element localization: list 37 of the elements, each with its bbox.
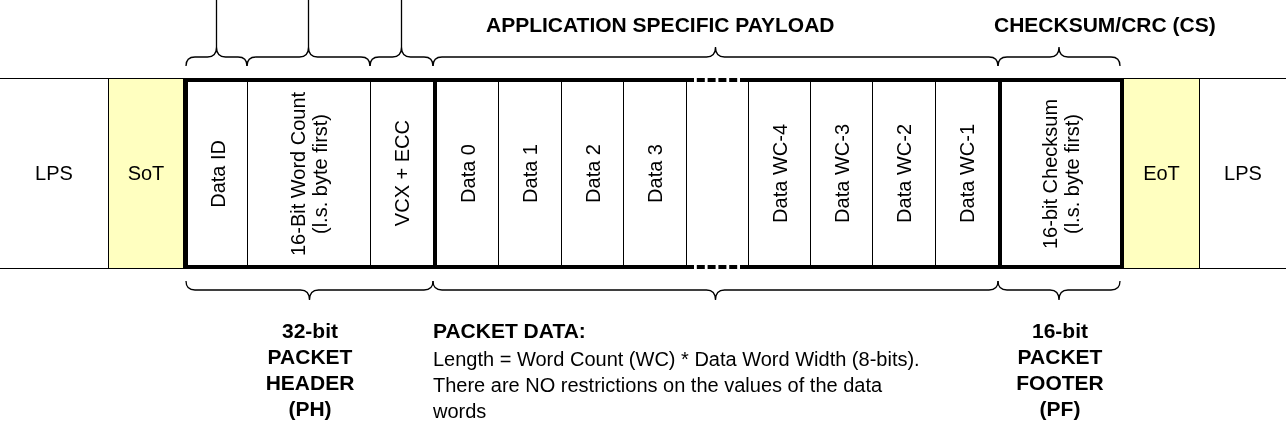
section-heading: APPLICATION SPECIFIC PAYLOAD (486, 12, 836, 38)
packet-field (623, 78, 686, 269)
field-label: Data 2 (581, 144, 604, 203)
packet-field (748, 78, 810, 269)
field-label: Data WC-2 (893, 124, 915, 223)
field-label: VCX + ECC (391, 120, 413, 227)
packet-field (184, 78, 247, 269)
field-label: Data 0 (456, 144, 479, 203)
packet-field (433, 78, 498, 269)
field-label: Data WC-3 (830, 124, 853, 223)
field-label: Data 3 (644, 144, 666, 203)
field-label: Data WC-4 (768, 124, 791, 223)
state-label: EoT (1143, 162, 1180, 185)
packet-field (872, 78, 935, 269)
end-of-transmission-box (1120, 78, 1200, 269)
packet-field (935, 78, 998, 269)
packet-field (561, 78, 623, 269)
line-state-segment (1200, 78, 1286, 269)
section-caption: PACKET DATA: (433, 318, 587, 344)
field-label: Data ID (206, 139, 229, 208)
section-caption: 16-bit PACKET FOOTER (PF) (1015, 318, 1105, 422)
elided-fields-gap (686, 78, 748, 269)
packet-field (370, 78, 433, 269)
packet-field (810, 78, 872, 269)
section-heading: CHECKSUM/CRC (CS) (994, 12, 1217, 38)
description-text: Length = Word Count (WC) * Data Word Width (8-bits). There are NO restrictions on the values of the data words (433, 347, 921, 424)
start-of-transmission-box (108, 78, 184, 269)
field-label: Data WC-1 (956, 124, 978, 223)
state-label: SoT (127, 162, 165, 185)
state-label: LPS (35, 162, 73, 185)
packet-field (498, 78, 561, 269)
section-caption: 32-bit PACKET HEADER (PH) (264, 318, 356, 422)
field-label: Data 1 (519, 144, 541, 203)
state-label: LPS (1224, 162, 1262, 185)
field-label: 16-bit Checksum (l.s. byte first) (1039, 97, 1083, 251)
field-label: 16-Bit Word Count (l.s. byte first) (287, 90, 331, 258)
packet-field (247, 78, 370, 269)
